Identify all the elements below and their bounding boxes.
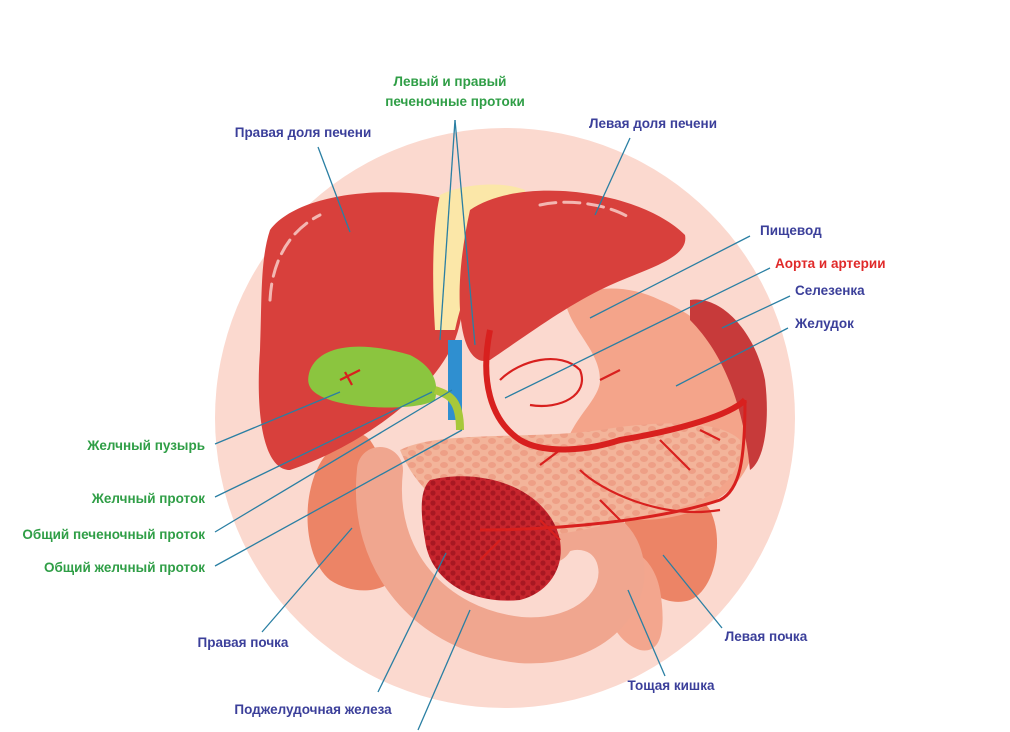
leader-bile-duct <box>214 391 433 498</box>
label-spleen: Селезенка <box>795 283 865 298</box>
leader-common-bile <box>214 429 463 567</box>
gallbladder <box>308 346 437 408</box>
label-hepatic-ducts-line1: Левый и правый <box>394 74 507 89</box>
label-stomach: Желудок <box>794 316 854 331</box>
leader-hepatic-ducts-b <box>454 119 476 346</box>
right-liver-lobe <box>258 192 466 470</box>
leader-stomach <box>675 327 789 387</box>
label-pancreas: Поджелудочная железа <box>234 702 392 717</box>
leader-gallbladder <box>214 391 341 445</box>
leader-common-hepatic <box>214 389 453 533</box>
aorta <box>483 329 748 453</box>
label-common-hepatic-duct: Общий печеночный проток <box>22 527 205 542</box>
duodenum-wall <box>355 447 645 664</box>
label-right-kidney: Правая почка <box>198 635 289 650</box>
label-left-kidney: Левая почка <box>725 629 808 644</box>
common-bile-duct <box>433 386 464 431</box>
leader-spleen <box>721 295 791 329</box>
leader-left-kidney <box>662 554 723 629</box>
label-hepatic-ducts-line2: печеночные протоки <box>385 94 525 109</box>
leader-aorta <box>504 267 771 399</box>
label-common-bile-duct: Общий желчный проток <box>44 560 205 575</box>
leader-pancreas-b <box>417 609 471 731</box>
leader-right-lobe <box>317 146 351 233</box>
liver-highlight <box>268 200 632 302</box>
leader-left-lobe <box>594 137 631 216</box>
label-left-liver-lobe: Левая доля печени <box>589 116 717 131</box>
pancreas-head <box>421 476 561 601</box>
leader-jejunum <box>627 589 666 677</box>
label-aorta-arteries: Аорта и артерии <box>775 256 886 271</box>
pancreatic-artery <box>479 399 747 532</box>
arteries <box>339 358 721 561</box>
label-jejunum: Тощая кишка <box>628 678 715 693</box>
label-right-liver-lobe: Правая доля печени <box>235 125 372 140</box>
leader-pancreas-a <box>377 552 447 693</box>
spleen <box>690 299 767 470</box>
leader-esophagus <box>589 235 751 319</box>
leader-hepatic-ducts-a <box>439 119 456 341</box>
leader-right-kidney <box>261 527 353 633</box>
label-gallbladder: Желчный пузырь <box>86 438 205 453</box>
label-esophagus: Пищевод <box>760 223 822 238</box>
left-liver-lobe <box>459 190 686 361</box>
label-bile-duct: Желчный проток <box>91 491 206 506</box>
